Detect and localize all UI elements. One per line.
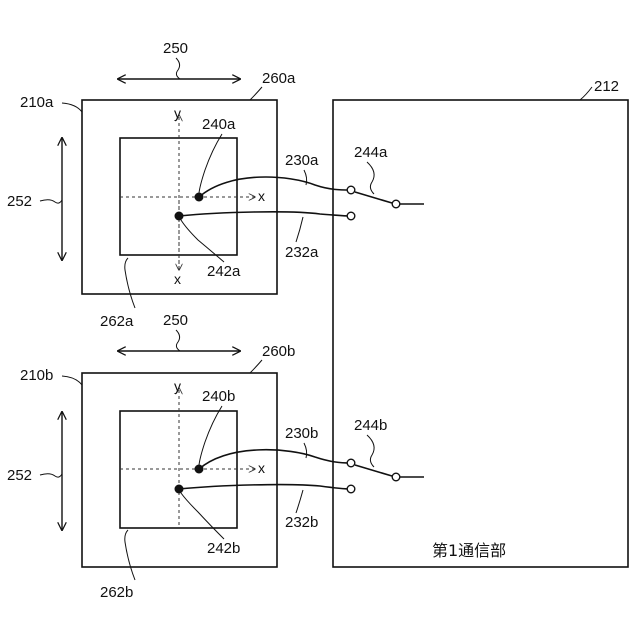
- leader-244b: [367, 435, 374, 467]
- label-250-a: 250: [163, 40, 188, 57]
- leader-242b: [181, 493, 224, 539]
- comm-unit-box: [333, 100, 628, 567]
- leader-260a: [250, 87, 262, 100]
- leader-240a: [199, 134, 222, 193]
- switch-terminal-b2: [347, 485, 355, 493]
- label-232a: 232a: [285, 244, 319, 261]
- leader-230b: [304, 443, 307, 458]
- leader-262b: [125, 530, 135, 580]
- label-252-b: 252: [7, 467, 32, 484]
- label-244a: 244a: [354, 144, 388, 161]
- axis-x-right-label-b: x: [258, 460, 265, 476]
- wire-230a: [199, 177, 351, 197]
- axis-x-down-label-a: x: [174, 271, 181, 287]
- switch-pivot-b: [392, 473, 400, 481]
- unit-a: 250 252 210a 260a 262a y x x 240a 242a 2…: [7, 40, 424, 330]
- leader-250-b: [176, 330, 180, 351]
- label-260b: 260b: [262, 343, 295, 360]
- label-240a: 240a: [202, 116, 236, 133]
- leader-244a: [367, 162, 374, 194]
- wire-230b: [199, 450, 351, 469]
- leader-250-a: [176, 58, 180, 79]
- leader-232a: [296, 217, 303, 242]
- leader-262a: [125, 258, 135, 308]
- leader-230a: [304, 170, 307, 185]
- unit-b: 250 252 210b 260b 262b y x 240b 242b 230…: [7, 312, 424, 601]
- leader-252-b: [40, 474, 62, 477]
- label-212: 212: [594, 78, 619, 95]
- label-244b: 244b: [354, 417, 387, 434]
- leader-232b: [296, 490, 303, 513]
- axis-y-label-a: y: [174, 105, 181, 121]
- label-230a: 230a: [285, 152, 319, 169]
- label-210a: 210a: [20, 94, 54, 111]
- label-252-a: 252: [7, 193, 32, 210]
- label-262a: 262a: [100, 313, 134, 330]
- label-210b: 210b: [20, 367, 53, 384]
- label-250-b: 250: [163, 312, 188, 329]
- axis-y-label-b: y: [174, 378, 181, 394]
- leader-210a: [62, 103, 82, 112]
- comm-unit-label: 第1通信部: [432, 541, 506, 560]
- label-242b: 242b: [207, 540, 240, 557]
- label-230b: 230b: [285, 425, 318, 442]
- label-242a: 242a: [207, 263, 241, 280]
- axis-x-right-label-a: x: [258, 188, 265, 204]
- wire-232a: [179, 212, 351, 216]
- switch-terminal-a1: [347, 186, 355, 194]
- label-262b: 262b: [100, 584, 133, 601]
- switch-pivot-a: [392, 200, 400, 208]
- wire-232b: [179, 485, 351, 489]
- leader-252-a: [40, 200, 62, 203]
- leader-260b: [250, 360, 262, 373]
- leader-212: [580, 87, 592, 100]
- switch-terminal-a2: [347, 212, 355, 220]
- label-260a: 260a: [262, 70, 296, 87]
- leader-210b: [62, 376, 82, 385]
- switch-terminal-b1: [347, 459, 355, 467]
- label-232b: 232b: [285, 514, 318, 531]
- label-240b: 240b: [202, 388, 235, 405]
- leader-240b: [199, 406, 222, 465]
